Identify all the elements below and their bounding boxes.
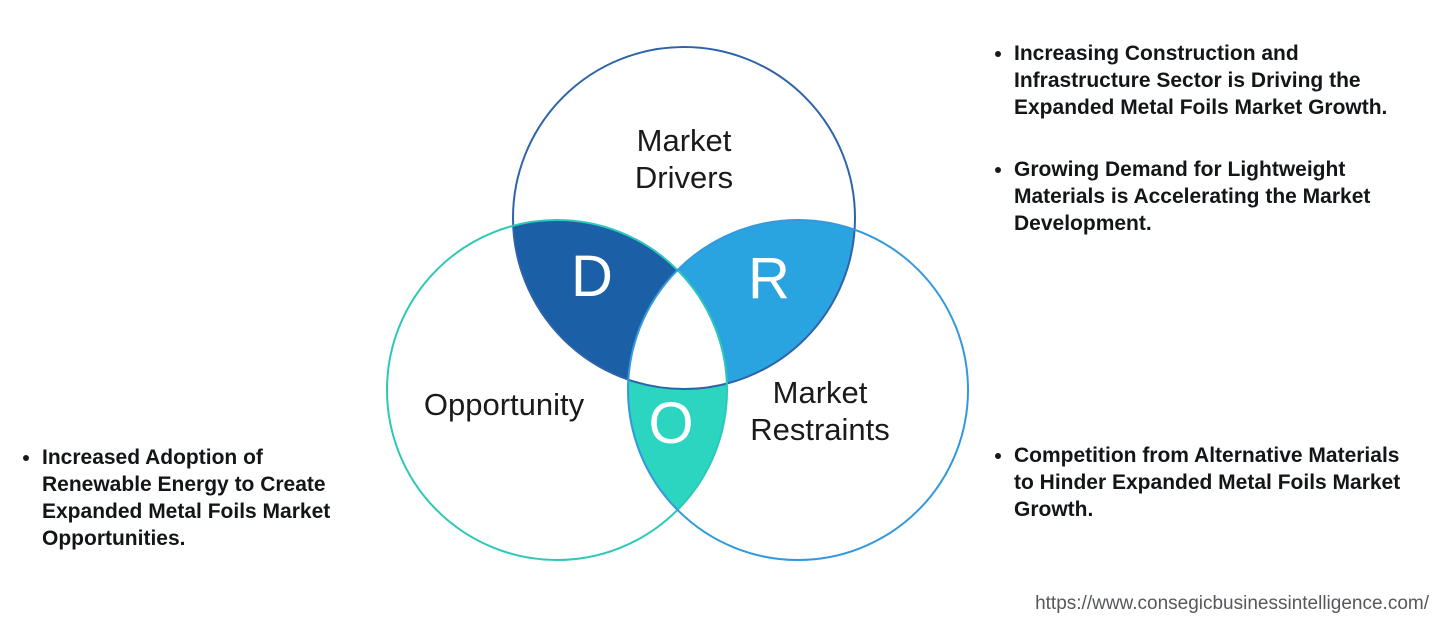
drivers-opportunity-overlap-region xyxy=(513,220,727,389)
drivers-circle-label: Market Drivers xyxy=(634,123,734,195)
bullet-icon xyxy=(995,453,1001,459)
drivers-restraints-overlap-region xyxy=(628,220,855,389)
bullet-icon xyxy=(995,51,1001,57)
drivers-overlap-letter: D xyxy=(571,244,613,309)
list-item: Competition from Alternative Materials t… xyxy=(992,442,1414,523)
restraints-circle-label: Market Restraints xyxy=(750,375,890,447)
restraints-insights-list: Competition from Alternative Materials t… xyxy=(992,442,1414,523)
opportunity-circle-outline xyxy=(386,219,728,561)
list-item: Increased Adoption of Renewable Energy t… xyxy=(20,444,352,552)
drivers-circle-outline xyxy=(512,46,856,390)
insight-text: Increasing Construction and Infrastructu… xyxy=(1014,42,1388,119)
insight-text: Increased Adoption of Renewable Energy t… xyxy=(42,446,331,550)
opportunity-circle-label: Opportunity xyxy=(423,387,585,422)
insight-text: Competition from Alternative Materials t… xyxy=(1014,444,1401,521)
restraints-circle-outline xyxy=(627,219,969,561)
list-item: Increasing Construction and Infrastructu… xyxy=(992,40,1414,121)
restraints-overlap-letter: R xyxy=(748,246,790,311)
bullet-icon xyxy=(23,455,29,461)
drivers-insights-list: Increasing Construction and Infrastructu… xyxy=(992,40,1414,237)
bullet-icon xyxy=(995,167,1001,173)
insight-text: Growing Demand for Lightweight Materials… xyxy=(1014,158,1371,235)
list-item: Growing Demand for Lightweight Materials… xyxy=(992,156,1414,237)
opportunity-overlap-letter: O xyxy=(648,391,694,456)
opportunity-insights-list: Increased Adoption of Renewable Energy t… xyxy=(20,444,352,552)
source-url: https://www.consegicbusinessintelligence… xyxy=(1035,593,1429,614)
